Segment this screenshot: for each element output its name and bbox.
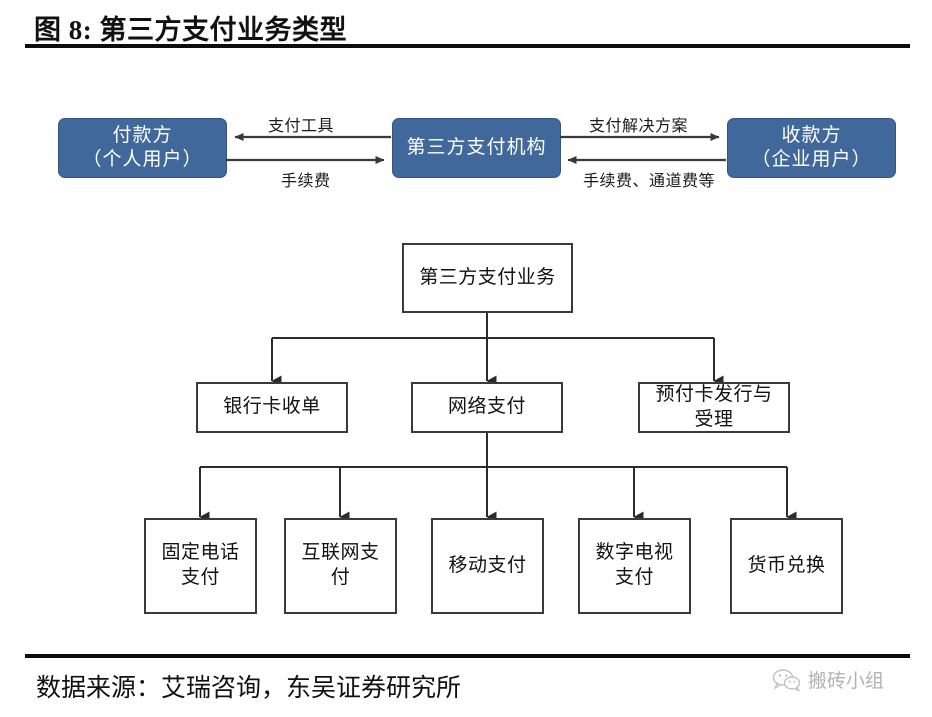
- tree-node-bank-card-acquiring: 银行卡收单: [196, 382, 348, 433]
- tree-node-l3-2-line1: 移动支付: [448, 554, 527, 576]
- edge-label-handling-fee-left: 手续费: [281, 173, 331, 190]
- tree-node-l3-1-line2: 付: [330, 567, 351, 588]
- tree-node-l3-0-line2: 支付: [180, 567, 220, 588]
- edge-label-pay-tool: 支付工具: [268, 118, 335, 135]
- flow-node-tpp-line1: 第三方支付机构: [406, 136, 547, 158]
- tree-node-currency-exchange: 货币兑换: [730, 518, 843, 614]
- watermark: 搬砖小组: [772, 666, 884, 693]
- tree-node-l3-0-line1: 固定电话: [161, 542, 240, 564]
- footer-divider: [25, 654, 910, 658]
- wechat-icon: [772, 668, 801, 691]
- flow-node-payee: 收款方 （企业用户）: [727, 118, 896, 178]
- tree-node-l2-2-line2: 受理: [694, 408, 734, 430]
- tree-node-l3-4-line1: 货币兑换: [747, 554, 826, 576]
- edge-label-payment-solution: 支付解决方案: [589, 118, 689, 135]
- edge-label-handling-and-channel-fee: 手续费、通道费等: [583, 173, 716, 190]
- tree-node-root-label: 第三方支付业务: [419, 266, 556, 288]
- tree-node-root: 第三方支付业务: [402, 243, 573, 313]
- tree-node-l3-1-line1: 互联网支: [301, 542, 380, 564]
- source-note: 数据来源：艾瑞咨询，东吴证券研究所: [36, 675, 462, 702]
- title-divider: [25, 44, 910, 48]
- flow-node-third-party-payment-institution: 第三方支付机构: [392, 118, 561, 178]
- tree-node-l3-3-line1: 数字电视: [595, 542, 674, 564]
- flow-node-payer: 付款方 （个人用户）: [58, 118, 227, 178]
- tree-node-l2-1-label: 网络支付: [447, 396, 526, 418]
- tree-node-digital-tv-payment: 数字电视 支付: [578, 518, 691, 614]
- tree-node-internet-payment: 互联网支 付: [284, 518, 397, 614]
- tree-node-online-payment: 网络支付: [411, 382, 563, 433]
- flow-node-payer-line1: 付款方: [112, 124, 173, 146]
- page-title: 图 8: 第三方支付业务类型: [34, 15, 347, 45]
- tree-node-l2-2-line1: 预付卡发行与: [655, 383, 773, 405]
- tree-node-prepaid-card-issuance: 预付卡发行与 受理: [638, 382, 790, 433]
- tree-node-l2-0-label: 银行卡收单: [223, 396, 321, 418]
- flow-node-payee-line1: 收款方: [781, 124, 842, 146]
- tree-node-fixed-telephone-payment: 固定电话 支付: [144, 518, 257, 614]
- watermark-label: 搬砖小组: [808, 671, 885, 692]
- tree-node-l3-3-line2: 支付: [614, 567, 654, 588]
- flow-node-payer-line2: （个人用户）: [82, 149, 203, 170]
- tree-node-mobile-payment: 移动支付: [431, 518, 544, 614]
- flow-node-payee-line2: （企业用户）: [751, 149, 872, 170]
